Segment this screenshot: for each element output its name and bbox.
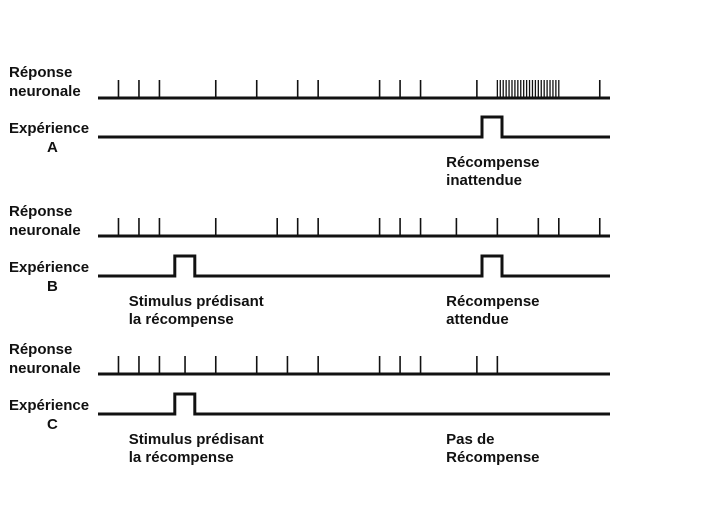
response-label-a-line2: neuronale (9, 83, 81, 100)
annotation-text: Récompense (446, 293, 539, 310)
annotation-text: Stimulus prédisant (129, 293, 264, 310)
experience-label-b-line1: Expérience (9, 259, 89, 276)
response-label-b-line1: Réponse (9, 203, 72, 220)
annotation-text: Récompense (446, 154, 539, 171)
response-label-c-line2: neuronale (9, 360, 81, 377)
panel-a: Réponse neuronale Expérience A Récompens… (9, 64, 610, 189)
annotation-text: Récompense (446, 449, 539, 466)
annotation-text: inattendue (446, 172, 522, 189)
experience-label-a-line2: A (47, 139, 58, 156)
experience-label-c-line2: C (47, 416, 58, 433)
experience-trace-a (98, 115, 610, 139)
spike-train-c (117, 356, 499, 374)
response-label-c-line1: Réponse (9, 341, 72, 358)
annotation-text: la récompense (129, 311, 234, 328)
response-label-b-line2: neuronale (9, 222, 81, 239)
experience-trace-b (98, 254, 610, 278)
annotation-text: Pas de (446, 431, 494, 448)
experience-label-a-line1: Expérience (9, 120, 89, 137)
experience-label-c-line1: Expérience (9, 397, 89, 414)
annotation-text: Stimulus prédisant (129, 431, 264, 448)
experience-trace-c (98, 392, 610, 416)
annotation-text: attendue (446, 311, 509, 328)
response-label-a-line1: Réponse (9, 64, 72, 81)
panel-b: Réponse neuronale Expérience B Stimulus … (9, 203, 610, 328)
spike-train-a (117, 80, 601, 98)
experience-label-b-line2: B (47, 278, 58, 295)
panel-c: Réponse neuronale Expérience C Stimulus … (9, 341, 610, 466)
spike-train-b (117, 218, 601, 236)
annotation-text: la récompense (129, 449, 234, 466)
